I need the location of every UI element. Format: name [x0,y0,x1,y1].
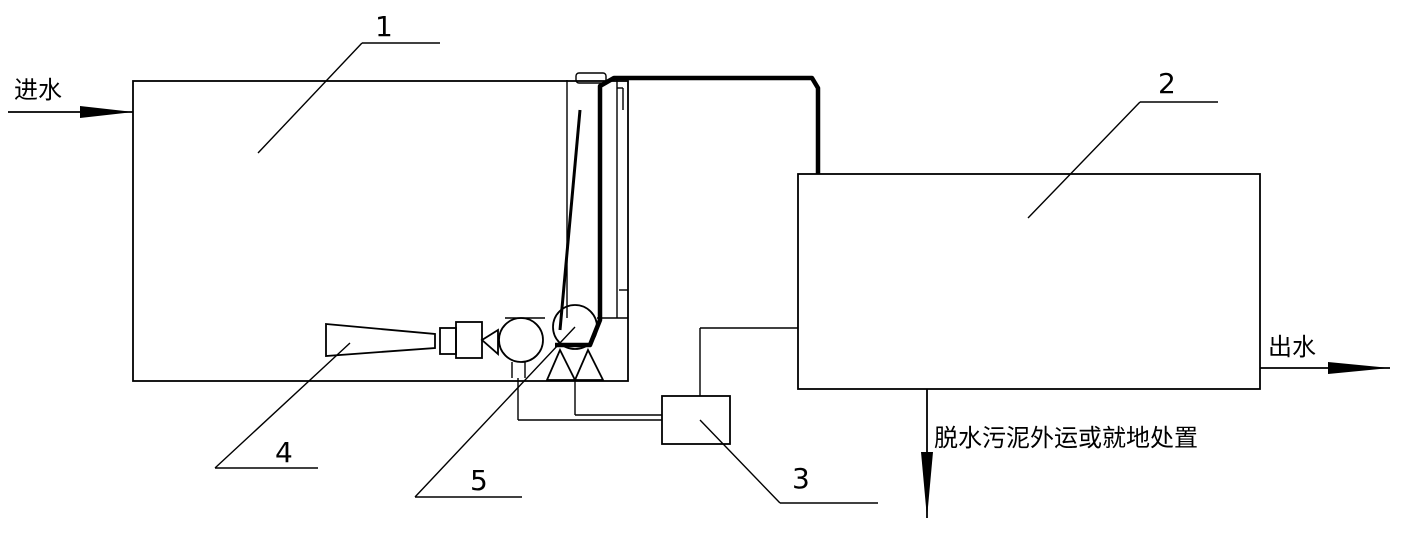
inlet-arrow [8,106,133,118]
coupling [439,327,457,355]
pump-b [552,304,598,350]
leader-4 [214,342,351,469]
transfer-pipe [555,75,821,348]
label-1: 1 [375,10,393,43]
pump-a [498,317,544,363]
box-3-link [699,327,798,396]
motor [455,321,483,359]
leader-3 [699,419,878,504]
riser-column [566,72,628,318]
cone-device [325,323,436,357]
tank-2 [797,173,1261,390]
connector [480,328,499,356]
outlet-arrow [1260,362,1390,374]
label-5: 5 [470,464,488,497]
leader-1 [257,42,440,154]
label-2: 2 [1158,67,1176,100]
pump-base [545,347,605,383]
return-piping [517,378,662,421]
outlet-label: 出水 [1268,333,1316,361]
inlet-label: 进水 [14,76,62,104]
sludge-arrow [921,389,933,518]
label-3: 3 [792,462,810,495]
label-4: 4 [275,436,293,469]
tank-1 [132,80,629,382]
box-3 [661,395,731,445]
leader-5 [414,326,576,498]
leader-2 [1027,101,1218,219]
sludge-label: 脱水污泥外运或就地处置 [934,424,1198,452]
